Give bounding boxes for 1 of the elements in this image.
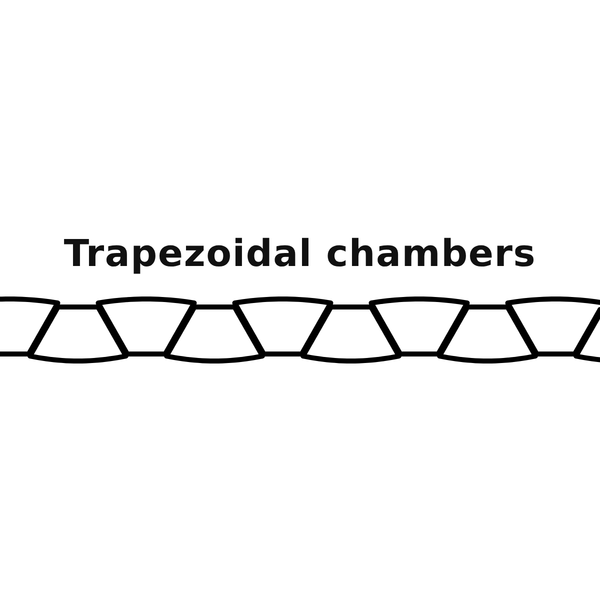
diagram-title: Trapezoidal chambers xyxy=(64,232,536,276)
